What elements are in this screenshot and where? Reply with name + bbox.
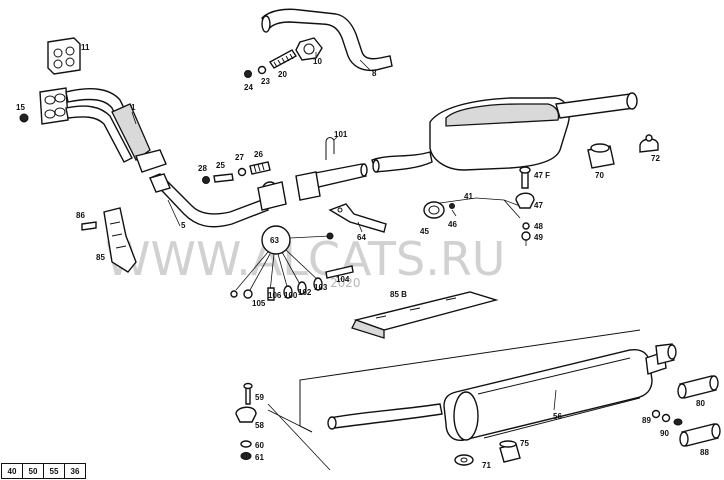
label-47: 47 <box>534 201 543 210</box>
label-72: 72 <box>651 154 660 163</box>
model-code-table: 40 50 55 36 <box>1 463 86 479</box>
part-85-heat-shield <box>103 207 137 273</box>
label-25: 25 <box>216 161 225 170</box>
rear-section-frame <box>267 329 641 471</box>
bolt-set-28-25-27-26 <box>202 161 271 184</box>
part-88-tail-tip <box>679 423 721 447</box>
part-72-rubber-mount <box>639 134 659 153</box>
label-102: 102 <box>298 288 312 297</box>
label-71: 71 <box>482 461 491 470</box>
part-56-rear-muffler <box>327 343 677 441</box>
label-88: 88 <box>700 448 709 457</box>
label-59: 59 <box>255 393 264 402</box>
label-45: 45 <box>420 227 429 236</box>
part-80-tail-tip <box>677 375 719 399</box>
part-64-bracket <box>328 203 387 233</box>
part-70-rubber-mount <box>587 143 615 169</box>
label-15: 15 <box>16 103 25 112</box>
part-1-front-pipe <box>39 87 167 173</box>
label-104: 104 <box>336 275 350 284</box>
model-code-cell: 40 <box>1 463 23 479</box>
label-64: 64 <box>357 233 366 242</box>
label-41: 41 <box>464 192 473 201</box>
watermark: WWW.ALCATS.RU 2020 <box>105 232 505 290</box>
mid-pipe <box>295 163 368 201</box>
label-1: 1 <box>131 103 136 112</box>
label-20: 20 <box>278 70 287 79</box>
part-85b-heat-shield <box>351 291 499 339</box>
label-10: 10 <box>313 57 322 66</box>
label-85: 85 <box>96 253 105 262</box>
label-103: 103 <box>314 283 328 292</box>
label-56: 56 <box>553 412 562 421</box>
label-63: 63 <box>270 236 279 245</box>
spring-parts-24-23-20 <box>244 49 298 78</box>
label-89: 89 <box>642 416 651 425</box>
part-63-hardware-callout <box>230 225 354 301</box>
label-27: 27 <box>235 153 244 162</box>
label-23: 23 <box>261 77 270 86</box>
parts-89-90 <box>651 409 683 426</box>
label-48: 48 <box>534 222 543 231</box>
label-101: 101 <box>334 130 348 139</box>
part-86-bolt <box>81 221 97 231</box>
label-70: 70 <box>595 171 604 180</box>
part-8-pipe <box>261 8 393 72</box>
front-muffler <box>371 92 638 173</box>
label-5: 5 <box>181 221 186 230</box>
label-61: 61 <box>255 453 264 462</box>
part-75-rubber-mount <box>499 440 521 463</box>
part-101-hanger <box>325 137 335 160</box>
watermark-text: WWW.ALCATS.RU <box>105 232 505 286</box>
label-80: 80 <box>696 399 705 408</box>
label-11: 11 <box>81 43 90 52</box>
label-60: 60 <box>255 441 264 450</box>
label-26: 26 <box>254 150 263 159</box>
label-24: 24 <box>244 83 253 92</box>
hardware-58-61 <box>235 382 257 460</box>
label-106: 106 <box>268 291 282 300</box>
label-58: 58 <box>255 421 264 430</box>
label-86: 86 <box>76 211 85 220</box>
label-85b: 85 B <box>390 290 407 299</box>
clamp-set-41 <box>423 166 535 241</box>
part-11-gasket <box>47 37 81 75</box>
model-code-cell: 50 <box>22 463 44 479</box>
part-5-intermediate-pipe <box>148 173 287 228</box>
label-90: 90 <box>660 429 669 438</box>
label-28: 28 <box>198 164 207 173</box>
label-49: 49 <box>534 233 543 242</box>
label-46: 46 <box>448 220 457 229</box>
part-labels: 1 5 8 10 11 15 20 23 24 25 26 27 28 101 … <box>16 43 709 470</box>
model-code-cell: 55 <box>43 463 65 479</box>
model-code-cell: 36 <box>64 463 86 479</box>
label-100: 100 <box>284 291 298 300</box>
watermark-year: 2020 <box>330 276 361 290</box>
part-15-nut <box>19 113 29 123</box>
label-47f: 47 F <box>534 171 550 180</box>
label-105: 105 <box>252 299 266 308</box>
leader-lines <box>131 52 557 411</box>
label-75: 75 <box>520 439 529 448</box>
label-8: 8 <box>372 69 377 78</box>
part-71-washer <box>454 454 474 466</box>
